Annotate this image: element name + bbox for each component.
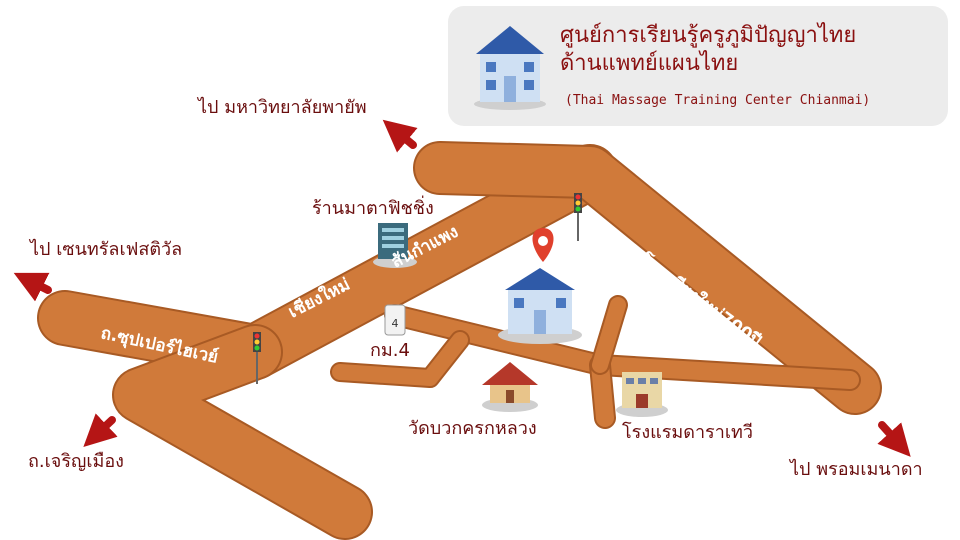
km-post-icon: 4 — [384, 304, 406, 336]
location-pin-icon — [532, 228, 554, 262]
training-center-building-icon — [498, 268, 582, 344]
label-hotel: โรงแรมดาราเทวี — [622, 421, 753, 443]
shop-building-icon — [373, 223, 417, 268]
label-shop: ร้านมาตาฟิชชิ่ง — [312, 195, 434, 219]
km-sign-text: 4 — [392, 317, 399, 330]
arrow-to-university — [382, 119, 418, 153]
title-building-icon — [474, 26, 546, 110]
label-to-central: ไป เซนทรัลเฟสติวัล — [28, 238, 182, 260]
arrow-to-charoen — [83, 413, 118, 447]
direction-arrows — [13, 119, 911, 457]
road-network — [37, 141, 882, 540]
traffic-light-icon — [253, 332, 261, 384]
hotel-icon — [616, 372, 668, 417]
temple-icon — [482, 362, 538, 412]
label-km: กม.4 — [370, 340, 410, 361]
title-line-1: ศูนย์การเรียนรู้ครูภูมิปัญญาไทย — [560, 23, 857, 48]
traffic-light-icon — [574, 193, 582, 241]
label-to-university: ไป มหาวิทยาลัยพายัพ — [196, 96, 367, 118]
title-line-2: ด้านแพทย์แผนไทย — [560, 51, 739, 76]
label-temple: วัดบวกครกหลวง — [408, 418, 537, 439]
arrow-to-pornping — [877, 421, 911, 457]
title-text: ศูนย์การเรียนรู้ครูภูมิปัญญาไทย ด้านแพทย… — [560, 22, 940, 78]
label-to-charoen: ถ.เจริญเมือง — [28, 451, 124, 472]
label-to-pornping: ไป พรอมเมนาดา — [788, 458, 923, 480]
title-subtitle: (Thai Massage Training Center Chianmai) — [565, 93, 871, 108]
arrow-to-central — [13, 272, 52, 302]
